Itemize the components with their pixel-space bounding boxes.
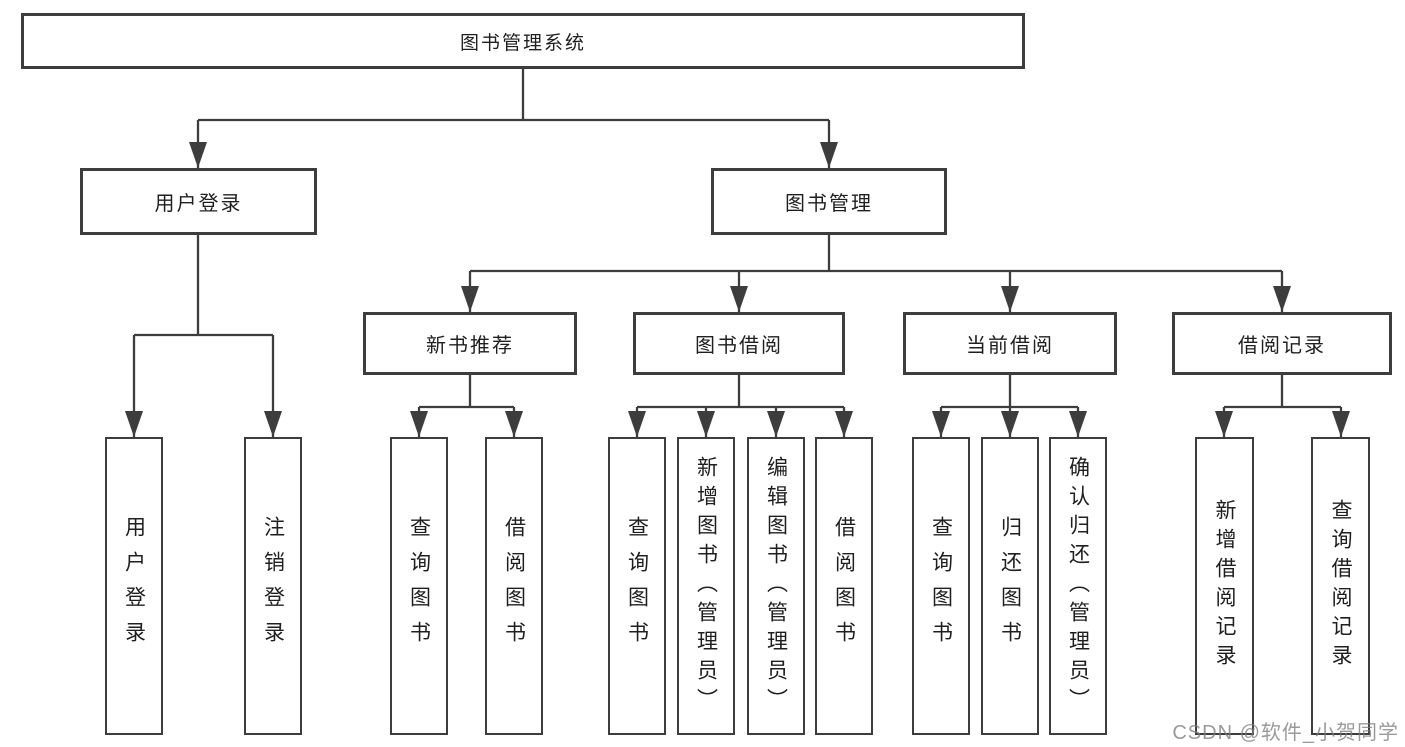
node-leaf-query-books-bor: 查询图书 — [608, 437, 666, 735]
node-root-system: 图书管理系统 — [21, 13, 1025, 69]
node-label: 图书管理 — [785, 193, 873, 215]
node-leaf-add-record: 新增借阅记录 — [1195, 437, 1254, 735]
arrowhead-icon — [730, 286, 748, 312]
node-label: 确认归还（管理员） — [1066, 455, 1090, 717]
node-label: 查询图书 — [929, 516, 953, 656]
arrowhead-icon — [1001, 411, 1019, 437]
node-leaf-user-login: 用户登录 — [105, 437, 163, 735]
arrowhead-icon — [767, 411, 785, 437]
arrowhead-icon — [697, 411, 715, 437]
node-label: 当前借阅 — [966, 335, 1054, 357]
node-label: 用户登录 — [154, 193, 243, 215]
node-label: 图书借阅 — [695, 335, 783, 357]
node-leaf-logout: 注销登录 — [244, 437, 302, 735]
node-leaf-borrow-books-bor: 借阅图书 — [815, 437, 873, 735]
node-label: 查询图书 — [625, 516, 649, 656]
arrowhead-icon — [1001, 286, 1019, 312]
node-label: 图书管理系统 — [459, 32, 586, 54]
arrowhead-icon — [835, 411, 853, 437]
arrowhead-icon — [1273, 286, 1291, 312]
node-current-borrowing: 当前借阅 — [903, 312, 1117, 375]
node-leaf-query-record: 查询借阅记录 — [1311, 437, 1370, 735]
node-label: 新增借阅记录 — [1213, 499, 1236, 673]
node-leaf-query-books-rec: 查询图书 — [390, 437, 448, 735]
node-label: 编辑图书（管理员） — [764, 455, 788, 717]
arrowhead-icon — [932, 411, 950, 437]
node-book-borrowing: 图书借阅 — [633, 312, 845, 375]
node-leaf-borrow-books-rec: 借阅图书 — [485, 437, 543, 735]
node-leaf-add-books-admin: 新增图书（管理员） — [677, 437, 735, 735]
node-label: 借阅记录 — [1238, 335, 1326, 357]
csdn-watermark: CSDN @软件_小贺同学 — [1172, 722, 1399, 744]
arrowhead-icon — [461, 286, 479, 312]
node-label: 借阅图书 — [832, 516, 856, 656]
node-label: 用户登录 — [122, 516, 146, 656]
node-label: 注销登录 — [261, 516, 285, 656]
node-label: 归还图书 — [998, 516, 1022, 656]
arrowhead-icon — [125, 411, 143, 437]
arrowhead-icon — [1215, 411, 1233, 437]
arrowhead-icon — [264, 411, 282, 437]
node-new-book-recommend: 新书推荐 — [363, 312, 577, 375]
node-user-login: 用户登录 — [80, 168, 317, 235]
arrowhead-icon — [820, 142, 838, 168]
arrowhead-icon — [505, 411, 523, 437]
arrowhead-icon — [410, 411, 428, 437]
node-leaf-confirm-return: 确认归还（管理员） — [1049, 437, 1107, 735]
node-label: 新增图书（管理员） — [694, 455, 718, 717]
arrowhead-icon — [1332, 411, 1350, 437]
arrowhead-icon — [1069, 411, 1087, 437]
node-leaf-query-books-cur: 查询图书 — [912, 437, 970, 735]
node-leaf-return-books: 归还图书 — [981, 437, 1039, 735]
node-borrowing-records: 借阅记录 — [1172, 312, 1392, 375]
node-label: 查询借阅记录 — [1329, 499, 1352, 673]
node-label: 查询图书 — [407, 516, 431, 656]
node-leaf-edit-books-admin: 编辑图书（管理员） — [747, 437, 805, 735]
node-label: 新书推荐 — [426, 335, 514, 357]
node-label: 借阅图书 — [502, 516, 526, 656]
arrowhead-icon — [628, 411, 646, 437]
arrowhead-icon — [189, 142, 207, 168]
node-book-management: 图书管理 — [711, 168, 947, 235]
